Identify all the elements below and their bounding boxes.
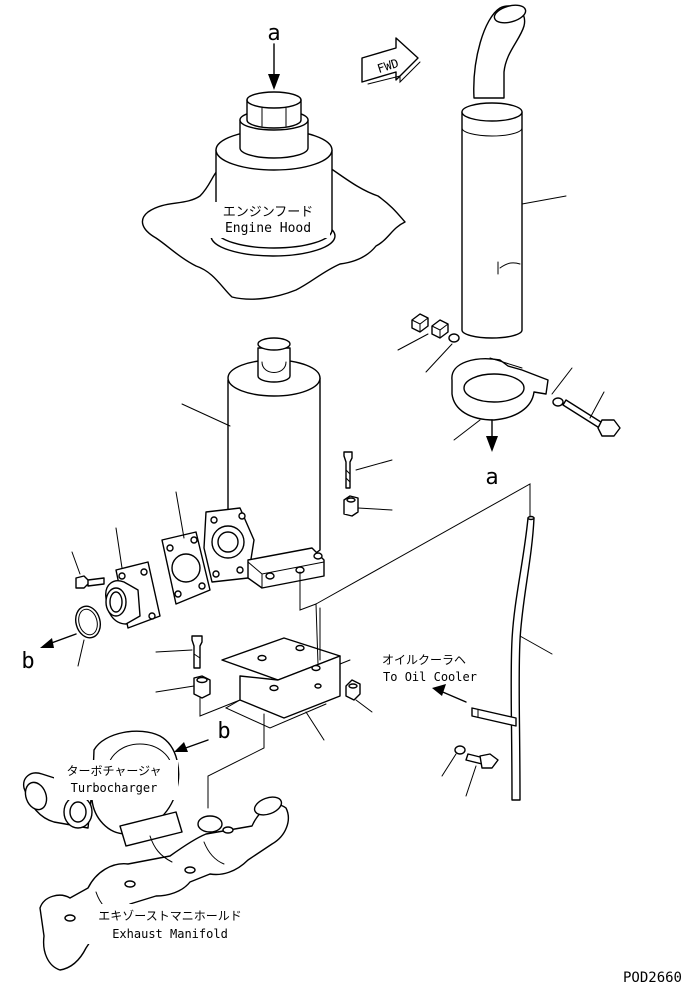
clamp-arrow: [486, 419, 498, 452]
muffler-bolt: [343, 451, 353, 489]
muffler-nut: [343, 495, 359, 517]
assembly-routing-lines: [199, 483, 531, 809]
muffler-inlet-flange: [203, 507, 255, 583]
nut-leader-3: [355, 699, 373, 713]
nut-leader-1: [397, 333, 429, 351]
flange-gasket: [161, 531, 211, 605]
muffler-leader: [181, 403, 231, 427]
ring-leader: [77, 639, 85, 667]
tail-pipe-nuts: [411, 313, 460, 343]
clamp-bolt-leader-2: [589, 391, 605, 419]
oil-cooler-label-en: To Oil Cooler: [383, 670, 477, 684]
oil-cooler-pipe: [471, 515, 535, 801]
hood-opening-arrow: [268, 43, 280, 90]
bracket-bolt: [191, 635, 203, 669]
oil-cooler-arrow: [432, 684, 467, 703]
oil-cooler-label-jp: オイルクーラヘ: [382, 653, 466, 667]
bracket-spacer: [193, 675, 211, 699]
tail-pipe: [461, 4, 527, 339]
clamp-leader: [453, 419, 481, 441]
adapter-bolt: [75, 575, 105, 589]
spacer-leader: [155, 685, 195, 693]
muffler: [227, 337, 321, 563]
gasket-leader: [175, 491, 185, 539]
oil-bolt-leader-2: [465, 765, 477, 797]
turbocharger-label-en: Turbocharger: [71, 781, 158, 795]
muffler-mount-bracket: [247, 547, 325, 589]
engine-hood-label-en: Engine Hood: [225, 221, 311, 236]
ring-arrow: [40, 633, 77, 648]
adapter-leader: [115, 527, 123, 569]
exhaust-manifold-label-jp: エキゾーストマニホールド: [98, 909, 241, 923]
turbo-arrow: [174, 739, 209, 752]
adapter-flange: [105, 561, 161, 629]
drawing-number: POD2660: [623, 970, 682, 986]
pipe-clamp: [451, 357, 549, 421]
ref-b-turbo: b: [217, 719, 230, 744]
muffler-nut-leader: [357, 507, 393, 511]
ref-a-top: a: [267, 21, 280, 46]
adapter-bolt-leader: [71, 551, 81, 575]
ref-b-left: b: [21, 649, 34, 674]
bracket-bolt-leader: [155, 649, 193, 653]
tail-pipe-leader: [521, 195, 567, 205]
engine-hood-label-jp: エンジンフード: [223, 205, 314, 220]
bracket-leader: [305, 711, 325, 741]
oil-bolt-leader-1: [441, 753, 457, 777]
exhaust-manifold-label-en: Exhaust Manifold: [112, 927, 228, 941]
oil-pipe-leader: [519, 635, 553, 655]
turbocharger-label-jp: ターボチャージャ: [66, 764, 161, 778]
nut-leader-2: [425, 343, 453, 373]
gasket-ring: [74, 605, 102, 639]
support-bracket: [221, 637, 341, 729]
ref-a-clamp: a: [485, 465, 498, 490]
muffler-bolt-leader: [355, 459, 393, 471]
exhaust-manifold: [39, 796, 290, 971]
clamp-bolt: [552, 397, 621, 437]
bracket-nut: [345, 679, 361, 701]
engine-hood-panel: [141, 91, 406, 300]
oil-pipe-bolt: [454, 745, 499, 769]
clamp-bolt-leader-1: [551, 367, 573, 395]
fwd-label: FWD: [376, 56, 401, 76]
fwd-direction-arrow: [361, 37, 421, 85]
